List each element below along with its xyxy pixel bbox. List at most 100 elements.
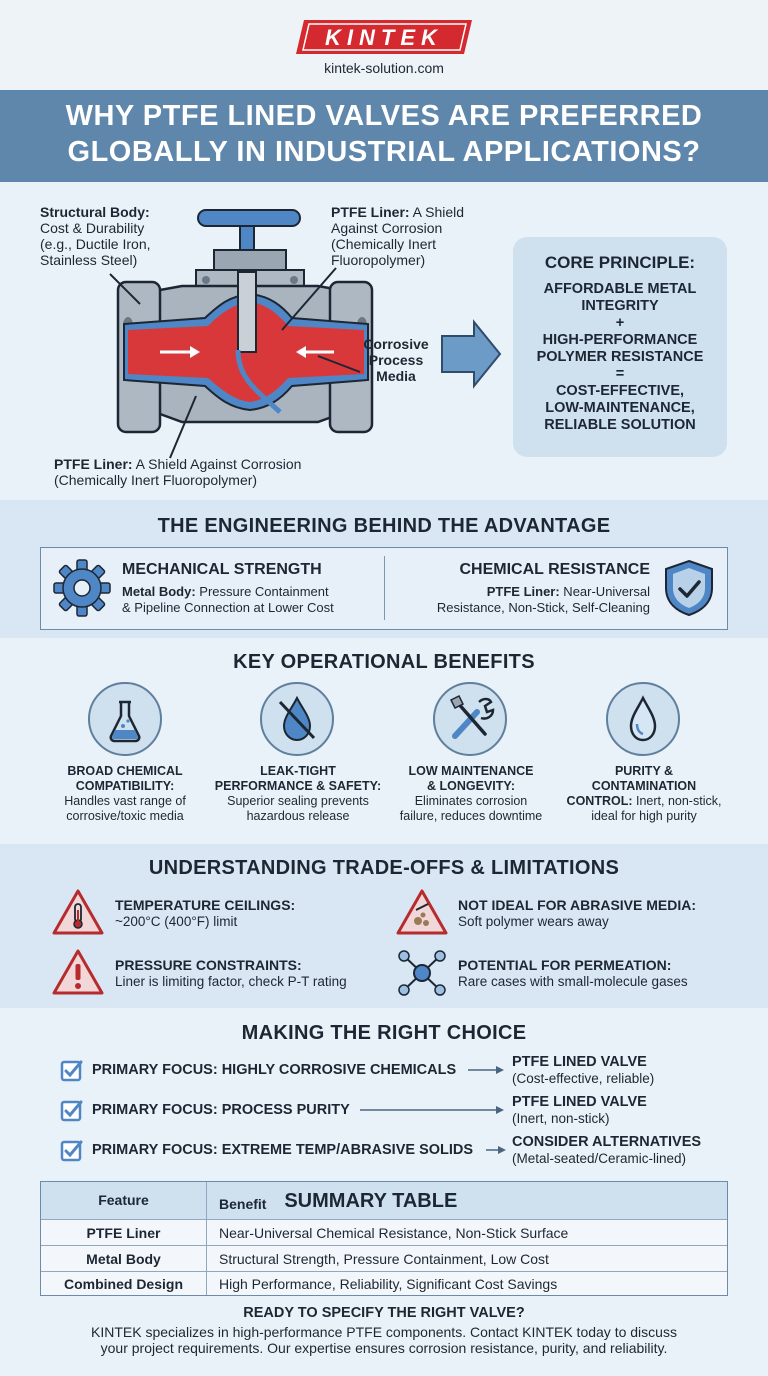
core-principle-body: AFFORDABLE METAL INTEGRITY + HIGH-PERFOR… — [513, 281, 727, 434]
liner-bottom-label: PTFE Liner: A Shield Against Corrosion (… — [54, 456, 374, 488]
liner-top-line3: (Chemically Inert — [331, 236, 437, 252]
col-feature-header: Feature — [98, 1192, 149, 1208]
footer-question: READY TO SPECIFY THE RIGHT VALVE? — [243, 1305, 525, 1321]
benefit-desc-4a: Inert, non-stick, — [632, 794, 722, 808]
process-media-line1: Corrosive — [363, 336, 429, 352]
table-cell-feature: Combined Design — [63, 1276, 183, 1292]
choice-result-sub-3: (Metal-seated/Ceramic-lined) — [512, 1151, 687, 1166]
benefit-title-2a: LEAK-TIGHT — [260, 764, 336, 778]
choice-result-3: CONSIDER ALTERNATIVES — [512, 1134, 702, 1150]
warning-icon — [52, 949, 104, 995]
benefit-title-1b: COMPATIBILITY: — [75, 779, 175, 793]
benefit-item: LEAK-TIGHT PERFORMANCE & SAFETY: Superio… — [210, 764, 386, 824]
benefit-item: PURITY & CONTAMINATION CONTROL: Inert, n… — [556, 764, 732, 824]
arrow-right-icon — [468, 1066, 504, 1074]
core-line2: INTEGRITY — [581, 298, 659, 314]
choice-result-sub-2: (Inert, non-stick) — [512, 1111, 610, 1126]
core-line6: LOW-MAINTENANCE, — [545, 400, 695, 416]
choice-focus-3: PRIMARY FOCUS: EXTREME TEMP/ABRASIVE SOL… — [92, 1142, 474, 1158]
liner-bottom-line2: (Chemically Inert Fluoropolymer) — [54, 472, 258, 488]
benefit-title-3a: LOW MAINTENANCE — [408, 764, 534, 778]
process-media-label: Corrosive Process Media — [360, 336, 432, 384]
liner-top-line2: Against Corrosion — [331, 220, 443, 236]
benefit-title-2b: PERFORMANCE & SAFETY: — [214, 779, 382, 793]
table-row: Combined Design High Performance, Reliab… — [41, 1271, 727, 1295]
choice-result-sub-1: (Cost-effective, reliable) — [512, 1071, 655, 1086]
benefit-icon-circle — [260, 682, 334, 756]
page-title-line2: GLOBALLY IN INDUSTRIAL APPLICATIONS? — [67, 136, 701, 168]
drop-icon — [629, 695, 657, 742]
tradeoff-desc-1: ~200°C (400°F) limit — [115, 914, 238, 929]
table-header-row: Feature Benefit SUMMARY TABLE — [41, 1182, 727, 1219]
mechanical-strength-title: MECHANICAL STRENGTH — [122, 561, 322, 578]
mechanical-strength-desc: Metal Body: Pressure Containment & Pipel… — [122, 584, 382, 616]
liner-top-line1: A Shield — [409, 204, 465, 220]
chemical-resistance-title: CHEMICAL RESISTANCE — [459, 561, 650, 578]
kintek-logo[interactable]: KINTEK — [296, 18, 472, 56]
no-drop-icon — [278, 695, 316, 742]
tradeoff-title-1: TEMPERATURE CEILINGS: — [115, 897, 296, 913]
checkbox-checked-icon — [60, 1060, 83, 1082]
benefit-desc-3a: Eliminates corrosion — [414, 794, 528, 808]
col-benefit-label: Benefit — [219, 1196, 267, 1212]
footer-line2: your project requirements. Our expertise… — [100, 1340, 668, 1356]
right-arrow-icon — [441, 319, 502, 389]
site-url[interactable]: kintek-solution.com — [324, 60, 444, 76]
gear-icon — [53, 559, 111, 617]
handwheel-icon — [197, 209, 301, 251]
checkbox-checked-icon — [60, 1140, 83, 1162]
table-cell-feature: PTFE Liner — [86, 1225, 161, 1241]
title-band — [0, 90, 768, 182]
benefit-desc-2a: Superior sealing prevents — [227, 794, 369, 808]
chem-line2: Resistance, Non-Stick, Self-Cleaning — [436, 600, 650, 615]
page-title-line1: WHY PTFE LINED VALVES ARE PREFERRED — [65, 100, 703, 132]
table-cell-benefit: High Performance, Reliability, Significa… — [206, 1272, 557, 1295]
benefit-icon-circle — [433, 682, 507, 756]
structural-body-line2: (e.g., Ductile Iron, — [40, 236, 151, 252]
structural-body-line3: Stainless Steel) — [40, 252, 138, 268]
table-caption: SUMMARY TABLE — [284, 1190, 458, 1212]
mech-bold: Metal Body: — [122, 584, 196, 599]
arrow-right-icon — [486, 1146, 506, 1154]
benefit-title-4c: CONTROL: — [566, 794, 633, 808]
tradeoffs-section — [0, 844, 768, 1008]
benefits-title: KEY OPERATIONAL BENEFITS — [233, 651, 535, 673]
benefit-desc-2b: hazardous release — [246, 809, 350, 823]
engineering-title: THE ENGINEERING BEHIND THE ADVANTAGE — [157, 515, 611, 537]
core-line1: AFFORDABLE METAL — [543, 281, 697, 297]
benefit-icon-circle — [606, 682, 680, 756]
tools-icon — [449, 694, 495, 739]
flask-icon — [109, 700, 141, 743]
core-equals: = — [615, 366, 625, 382]
mech-line2: & Pipeline Connection at Lower Cost — [122, 600, 334, 615]
valve-illustration — [109, 209, 502, 459]
core-plus: + — [615, 315, 625, 331]
benefit-title-1a: BROAD CHEMICAL — [67, 764, 183, 778]
benefit-desc-1a: Handles vast range of — [64, 794, 186, 808]
benefit-desc-4b: ideal for high purity — [591, 809, 697, 823]
core-principle-card: CORE PRINCIPLE: AFFORDABLE METAL INTEGRI… — [513, 237, 727, 457]
table-cell-benefit: Structural Strength, Pressure Containmen… — [206, 1246, 549, 1271]
benefit-item: BROAD CHEMICAL COMPATIBILITY: Handles va… — [40, 764, 210, 824]
benefit-title-3b: & LONGEVITY: — [427, 779, 515, 793]
arrow-right-icon — [360, 1106, 504, 1114]
core-line5: COST-EFFECTIVE, — [555, 383, 685, 399]
tradeoff-desc-2: Soft polymer wears away — [458, 914, 609, 929]
benefit-desc-3b: failure, reduces downtime — [399, 809, 543, 823]
tradeoffs-title: UNDERSTANDING TRADE-OFFS & LIMITATIONS — [148, 857, 620, 879]
mech-line1: Pressure Containment — [195, 584, 329, 599]
page-title: WHY PTFE LINED VALVES ARE PREFERRED GLOB… — [20, 98, 748, 170]
shield-check-icon — [665, 559, 713, 617]
engineering-divider — [384, 556, 385, 620]
liner-top-line4: Fluoropolymer) — [331, 252, 426, 268]
liner-bottom-line1: A Shield Against Corrosion — [132, 456, 302, 472]
checkbox-checked-icon — [60, 1100, 83, 1122]
structural-body-title: Structural Body: — [40, 204, 150, 220]
table-row: PTFE Liner Near-Universal Chemical Resis… — [41, 1219, 727, 1245]
liner-top-label: PTFE Liner: A Shield Against Corrosion (… — [331, 204, 501, 268]
tradeoff-title-4: POTENTIAL FOR PERMEATION: — [458, 957, 672, 973]
footer-text: KINTEK specializes in high-performance P… — [20, 1324, 748, 1356]
choice-title: MAKING THE RIGHT CHOICE — [241, 1022, 527, 1044]
tradeoff-desc-4: Rare cases with small-molecule gases — [458, 974, 688, 989]
chemical-resistance-desc: PTFE Liner: Near-Universal Resistance, N… — [392, 584, 650, 616]
